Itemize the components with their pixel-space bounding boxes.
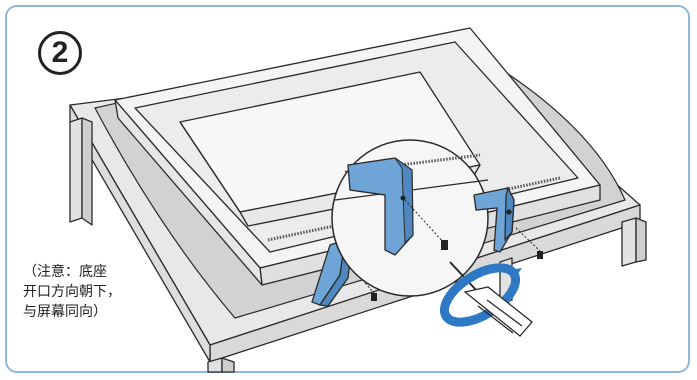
step-number-badge: 2: [38, 31, 82, 75]
step-number: 2: [52, 36, 69, 70]
magnifier-detail: [332, 140, 488, 296]
note-line-1: （注意：底座: [23, 262, 183, 282]
note-line-2: 开口方向朝下，: [23, 282, 183, 302]
note-line-3: 与屏幕同向）: [23, 302, 183, 322]
orientation-note: （注意：底座 开口方向朝下， 与屏幕同向）: [23, 262, 183, 322]
